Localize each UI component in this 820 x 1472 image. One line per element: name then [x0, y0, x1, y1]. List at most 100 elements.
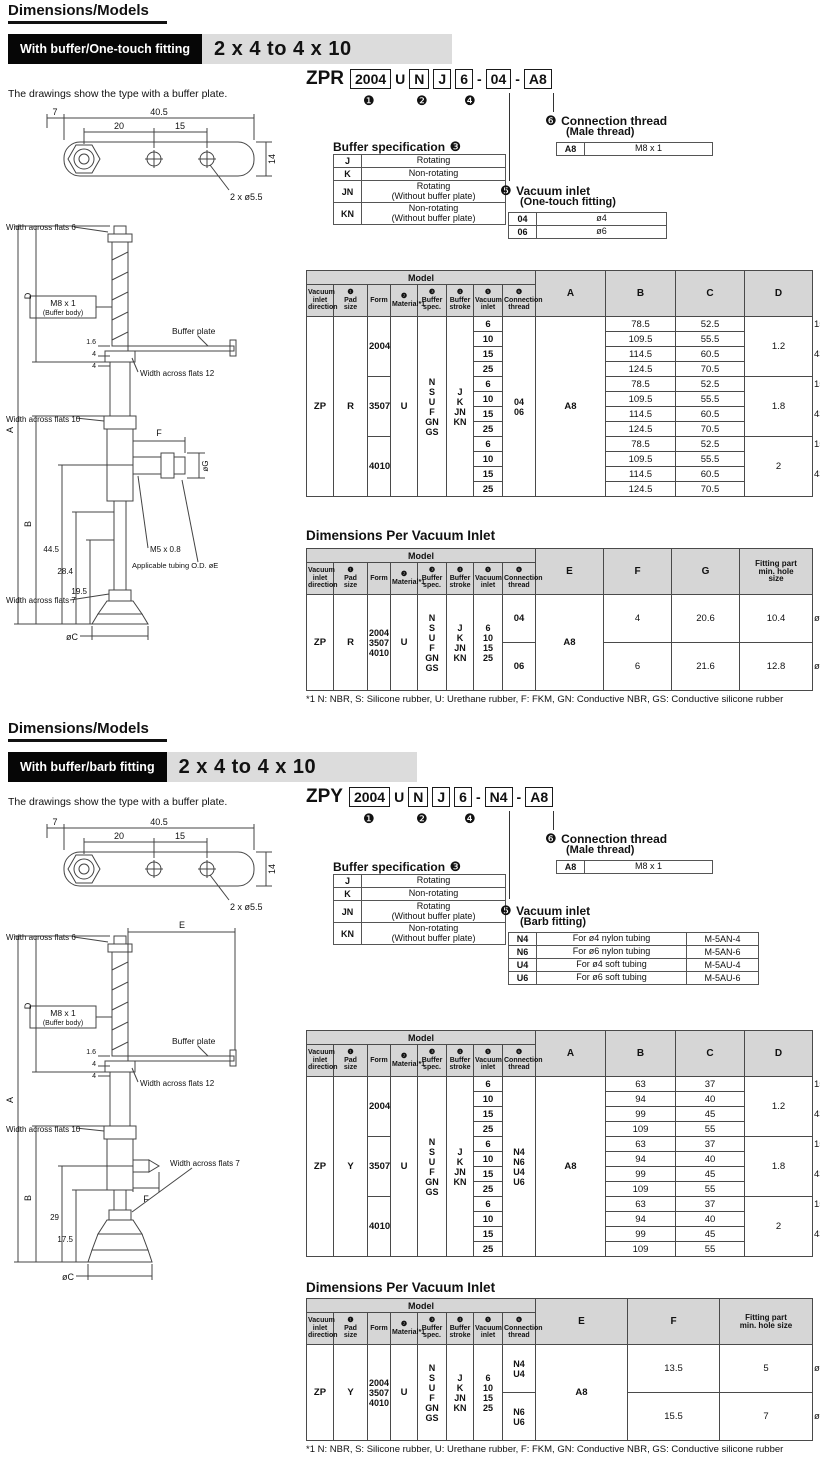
dim-label-7: 7: [52, 107, 57, 117]
cell-stroke: 6: [473, 316, 503, 332]
col-header-hole-size: Fitting part min. hole size: [739, 548, 813, 595]
cell-stroke: 15: [473, 466, 503, 482]
cell-dim-a: 63: [605, 1136, 676, 1152]
connection-thread-table: A8 M8 x 1: [556, 860, 713, 874]
table-super-header: Model: [306, 1298, 536, 1313]
table-row: 25 109 55: [307, 1241, 813, 1257]
dim-label-17-5: 17.5: [57, 1235, 73, 1244]
cell-dim-b: 40: [675, 1211, 745, 1227]
part-number-dash: -: [516, 789, 522, 805]
cell-thread: A8: [535, 594, 604, 691]
inlet-code: N4: [508, 932, 537, 946]
dim-label-15: 15: [175, 121, 185, 131]
cell-form: U: [390, 594, 418, 691]
cell-buffer-spec: J K JN KN: [446, 1344, 474, 1441]
cell-dim-a: 63: [605, 1196, 676, 1212]
cell-form: U: [390, 1344, 418, 1441]
cell-dim-a: 109.5: [605, 391, 676, 407]
cell-buffer-spec: J K JN KN: [446, 594, 474, 691]
cell-stroke: 6: [473, 1076, 503, 1092]
thread-desc: M8 x 1: [584, 860, 713, 874]
cell-vacuum-inlet: N4 N6 U4 U6: [502, 1076, 536, 1257]
part-number-inlet: N4: [484, 787, 513, 807]
col-header-D: D: [744, 1030, 813, 1077]
cell-stroke: 15: [473, 1166, 503, 1182]
callout-1-icon: ❶: [363, 811, 375, 826]
cell-form: U: [390, 316, 418, 497]
label-width-across-flats-12: Width across flats 12: [140, 1079, 215, 1088]
part-number-pad-size: 2004: [348, 787, 391, 807]
table-row: 4010 6 63 37 2 15: [307, 1196, 820, 1257]
cell-dim-b: 40: [675, 1151, 745, 1167]
col-header-C: C: [675, 1030, 745, 1077]
cell-series: ZP: [306, 1076, 334, 1257]
vacuum-inlet-subtitle: (One-touch fitting): [520, 196, 616, 208]
dim-label-19-5: 19.5: [71, 587, 87, 596]
buffer-desc: Non-rotating (Without buffer plate): [361, 202, 506, 225]
part-number-stroke: 6: [454, 787, 472, 807]
inlet-code: 06: [508, 225, 537, 239]
label-buffer-plate: Buffer plate: [172, 1036, 216, 1046]
drawing-note: The drawings show the type with a buffer…: [8, 796, 228, 808]
page-title: Dimensions/Models: [8, 720, 167, 742]
vacuum-inlet-subtitle: (Barb fitting): [520, 916, 586, 928]
cell-stroke: 15: [473, 1106, 503, 1122]
col-header-vacuum-inlet: ❺ Vacuum inlet: [473, 284, 503, 317]
col-header-buffer-stroke: ❹ Buffer stroke: [446, 562, 474, 595]
buffer-spec-title: Buffer specification ❸: [333, 859, 462, 874]
vacuum-inlet-title: ❺ Vacuum inlet: [500, 183, 591, 198]
dim-label-E: E: [179, 920, 185, 930]
cell-dim-c: 1.8: [744, 376, 813, 437]
callout-5-icon: ❺: [500, 183, 512, 198]
model-dimension-table: Model A B C D Vacuum inlet direction ❶ P…: [306, 1030, 820, 1257]
inlet-part-number: M-5AU-4: [686, 958, 759, 972]
callout-5-icon: ❺: [500, 903, 512, 918]
drawing-note: The drawings show the type with a buffer…: [8, 88, 228, 100]
cell-dim-f: 20.6: [671, 594, 740, 643]
technical-drawing: 40.5 7 20 15 14 2 x ø5.5 Width across fl…: [2, 100, 302, 660]
technical-drawing-svg: 40.5 7 20 15 14 2 x ø5.5 E Width across …: [5, 817, 277, 1282]
cell-dim-a: 78.5: [605, 376, 676, 392]
cell-dim-a: 124.5: [605, 361, 676, 377]
col-header-material: ❷ Material*1: [390, 562, 425, 595]
col-header-material: ❷ Material*1: [390, 1044, 425, 1077]
cell-dim-a: 114.5: [605, 466, 676, 482]
cell-dim-a: 109: [605, 1181, 676, 1197]
cell-stroke: 6: [473, 1196, 503, 1212]
inlet-code: U4: [508, 958, 537, 972]
part-number-prefix: ZPR: [306, 68, 344, 89]
per-inlet-title: Dimensions Per Vacuum Inlet: [306, 528, 496, 543]
cell-series: ZP: [306, 1344, 334, 1441]
part-number-dash: -: [475, 789, 481, 805]
dim-label-D: D: [23, 292, 33, 299]
col-header-hole-size: Fitting part min. hole size: [719, 1298, 813, 1345]
material-footnote: *1 N: NBR, S: Silicone rubber, U: Uretha…: [306, 694, 784, 705]
inlet-desc: For ø4 soft tubing: [536, 958, 687, 972]
col-header-buffer-spec: ❸ Buffer spec.: [417, 562, 447, 595]
connection-thread-title: ❻ Connection thread: [545, 831, 668, 846]
part-number: ZPR 2004 U N J 6 - 04 - A8: [306, 68, 552, 90]
cell-stroke: 6 10 15 25: [473, 594, 503, 691]
cell-inlet-direction: Y: [333, 1076, 368, 1257]
dim-label-14: 14: [267, 154, 277, 164]
part-number-buffer: J: [432, 787, 451, 807]
dim-label-1-6: 1.6: [86, 1049, 96, 1056]
cell-dim-a: 63: [605, 1076, 676, 1092]
cell-material: N S U F GN GS: [417, 1344, 447, 1441]
inlet-desc: ø6: [536, 225, 667, 239]
col-header-form: Form: [367, 562, 391, 595]
col-header-pad-size: ❶ Pad size: [333, 562, 368, 595]
thread-code: A8: [556, 860, 585, 874]
cell-dim-b: 55.5: [675, 331, 745, 347]
col-header-connection-thread: ❻ Connection thread: [502, 1312, 543, 1345]
part-number-stroke: 6: [455, 69, 473, 89]
cell-stroke: 10: [473, 391, 503, 407]
drawing-labels: 40.5 7 20 15 14 2 x ø5.5 Width across fl…: [5, 107, 277, 642]
dim-label-F: F: [143, 1194, 149, 1204]
col-header-buffer-spec: ❸ Buffer spec.: [417, 284, 447, 317]
part-number-form: U: [395, 71, 406, 87]
buffer-code: J: [333, 874, 362, 888]
cell-dim-b: 37: [675, 1136, 745, 1152]
col-header-A: A: [535, 270, 606, 317]
per-inlet-title: Dimensions Per Vacuum Inlet: [306, 1280, 496, 1295]
